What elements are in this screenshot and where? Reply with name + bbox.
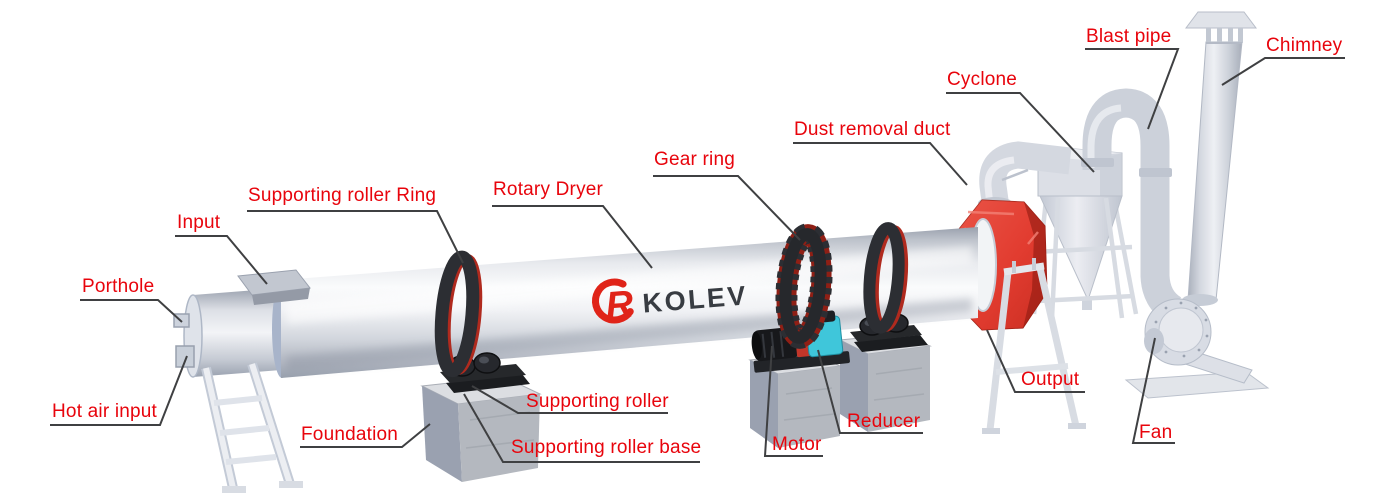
- hot-air-port: [175, 345, 195, 368]
- cyclone-unit: [1031, 147, 1139, 319]
- leader-fan: [1131, 337, 1175, 444]
- label-blast-pipe: Blast pipe: [1086, 26, 1172, 47]
- kolev-logo-mark: R: [604, 283, 635, 327]
- stand-brace: [995, 363, 1069, 375]
- roller-bracket-a: [440, 364, 526, 383]
- fan-side-plate: [1158, 307, 1204, 353]
- label-fan: Fan: [1139, 422, 1173, 443]
- stand-leg-right: [1036, 267, 1080, 427]
- leader-porthole: [80, 299, 183, 323]
- leader-supporting-roller-ring: [247, 210, 464, 264]
- hood-stand: [982, 258, 1086, 434]
- blast-pipe-flange-left: [1081, 158, 1114, 167]
- leader-lines: [50, 48, 1345, 463]
- cyclone-stand-front: [1033, 197, 1135, 319]
- ladder: [201, 362, 303, 493]
- motor-end-cap: [751, 331, 763, 360]
- leader-output: [986, 329, 1085, 393]
- roller-base-a: [446, 374, 530, 393]
- leader-supporting-roller: [471, 385, 668, 414]
- leader-rotary-dryer: [492, 205, 653, 269]
- leader-gear-ring: [653, 175, 801, 241]
- stand-foot-left: [982, 428, 1000, 434]
- roller-a2-highlight: [479, 356, 489, 364]
- leader-dust-removal-duct: [793, 142, 968, 186]
- blast-pipe-flange-right: [1139, 168, 1172, 177]
- label-porthole: Porthole: [82, 276, 155, 297]
- leader-hot-air-input: [50, 355, 188, 426]
- leader-chimney: [1221, 57, 1345, 86]
- rings: [434, 222, 909, 378]
- duct-seam: [1001, 168, 1029, 182]
- leader-motor: [763, 345, 823, 457]
- supporting-roller-ring-1: [434, 250, 483, 378]
- foundation-block-a: [420, 376, 542, 482]
- label-supporting-roller-ring: Supporting roller Ring: [248, 185, 437, 206]
- blast-pipe: [1081, 88, 1182, 323]
- label-motor: Motor: [772, 434, 822, 455]
- drive-base-plate: [753, 351, 850, 373]
- roller-base-c: [854, 335, 928, 352]
- leader-input: [175, 235, 268, 285]
- stand-leg-left: [986, 271, 1012, 431]
- ladder-foot-right: [279, 481, 303, 488]
- motor-fins: [761, 330, 785, 358]
- ladder-rungs: [213, 395, 277, 465]
- label-input: Input: [177, 212, 221, 233]
- label-output: Output: [1021, 369, 1080, 390]
- drum-head: [193, 288, 281, 377]
- fan-unit: [1124, 294, 1270, 399]
- leader-foundation: [300, 423, 431, 448]
- kolev-logo-swoosh: [592, 278, 634, 324]
- chimney-cap: [1185, 11, 1257, 29]
- stand-top-bar: [1003, 262, 1045, 276]
- supporting-roller-ring-2: [863, 222, 909, 334]
- fan-bolts: [1154, 301, 1209, 358]
- label-foundation: Foundation: [301, 424, 399, 445]
- gear-ring: [775, 223, 833, 349]
- duct-highlight: [984, 156, 1015, 207]
- label-dust-removal-duct: Dust removal duct: [794, 119, 951, 140]
- blast-pipe-highlight: [1087, 104, 1122, 168]
- leader-reducer: [817, 349, 923, 434]
- leader-cyclone: [946, 92, 1095, 173]
- leader-blast-pipe: [1085, 48, 1180, 130]
- label-hot-air-input: Hot air input: [52, 401, 158, 422]
- label-reducer: Reducer: [847, 411, 921, 432]
- label-chimney: Chimney: [1266, 35, 1343, 56]
- label-cyclone: Cyclone: [947, 69, 1018, 90]
- label-gear-ring: Gear ring: [654, 149, 736, 170]
- ladder-foot-left: [222, 486, 246, 493]
- leader-supporting-roller-base: [463, 393, 700, 463]
- input-chute-front: [252, 288, 310, 305]
- label-supporting-roller-base: Supporting roller base: [511, 437, 702, 458]
- label-supporting-roller: Supporting roller: [526, 391, 669, 412]
- chimney: [1185, 11, 1257, 301]
- chimney-cap-slats: [1206, 28, 1243, 43]
- chimney-pipe: [1187, 41, 1243, 301]
- label-rotary-dryer: Rotary Dryer: [493, 179, 604, 200]
- cyclone-discharge: [1082, 298, 1092, 310]
- stand-foot-right: [1068, 423, 1086, 429]
- roller-a2: [473, 352, 501, 374]
